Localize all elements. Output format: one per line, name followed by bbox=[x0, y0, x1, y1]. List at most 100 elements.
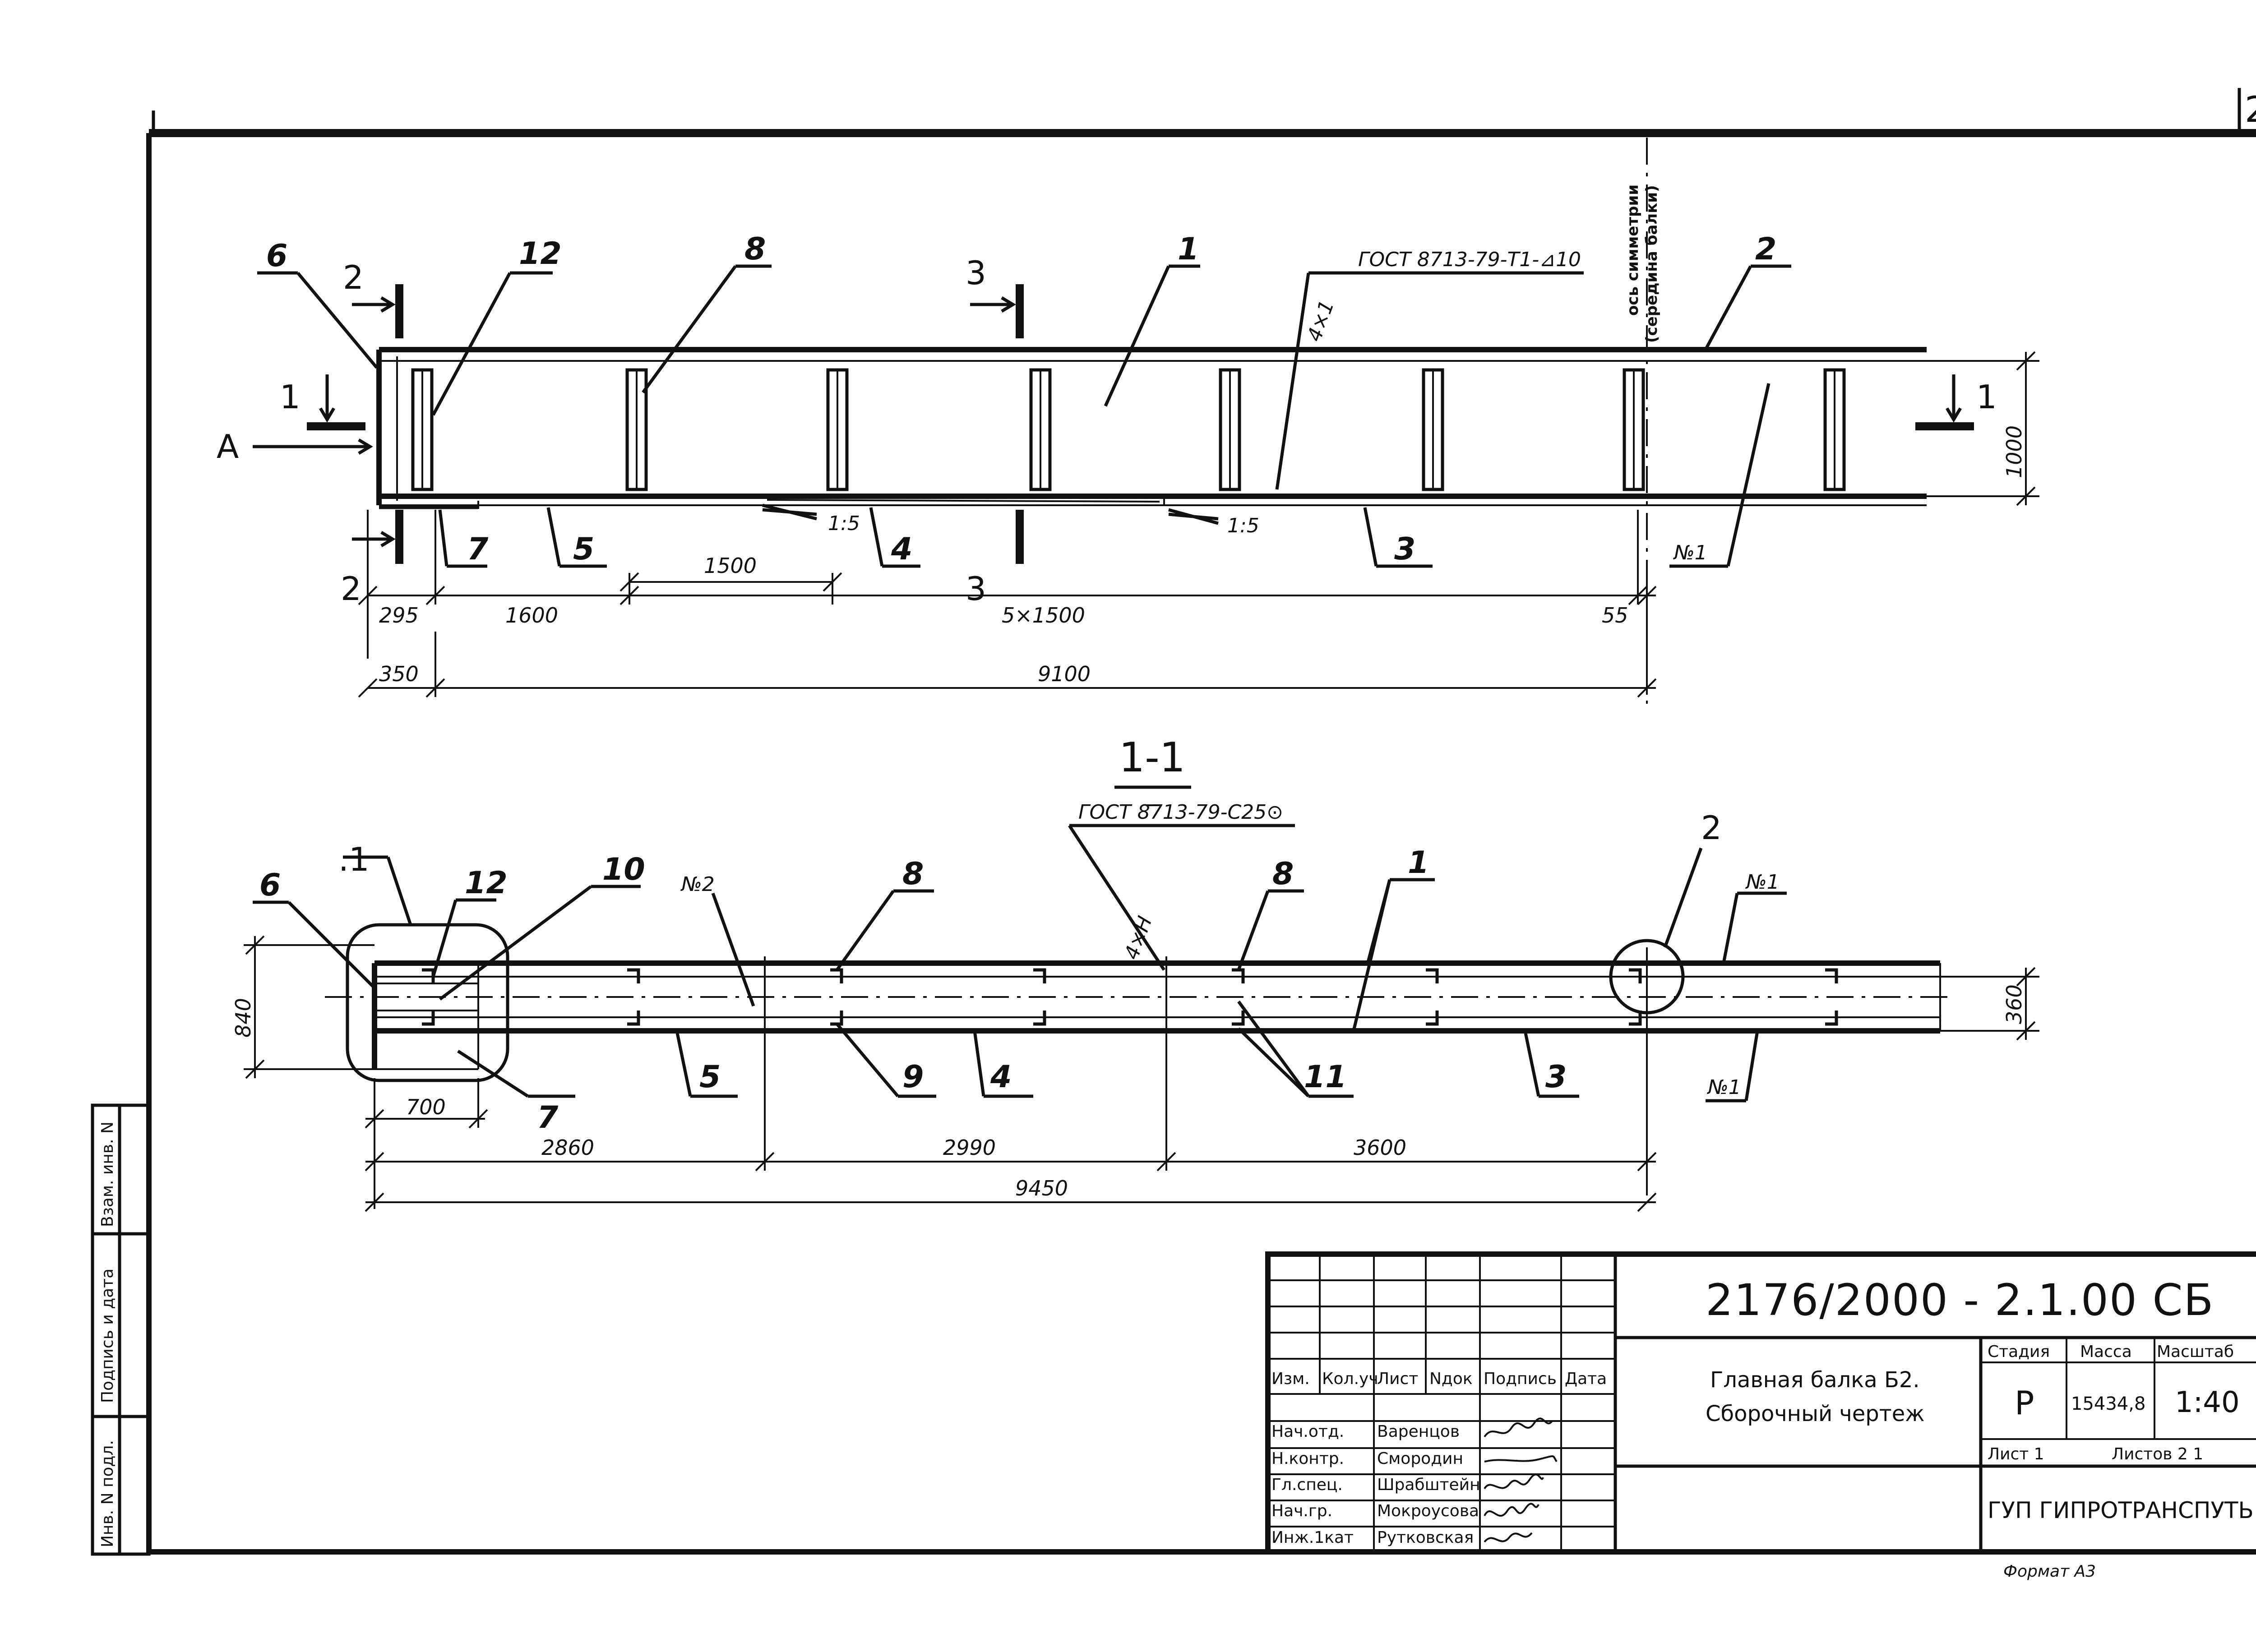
doc-number: 2176/2000 - 2.1.00 СБ bbox=[1706, 1275, 2214, 1325]
name-5: Рутковская bbox=[1377, 1528, 1474, 1547]
callout-8: 8 bbox=[744, 231, 766, 267]
sec-callout-5: 5 bbox=[699, 1059, 721, 1095]
stage-value: Р bbox=[2015, 1384, 2034, 1422]
callout-1: 1 bbox=[1178, 231, 1199, 267]
hdr-data: Дата bbox=[1565, 1370, 1607, 1388]
scale-value: 1:40 bbox=[2175, 1386, 2240, 1419]
sec-callout-1: 1 bbox=[1408, 845, 1429, 881]
role-5: Инж.1кат bbox=[1271, 1528, 1354, 1547]
hdr-ndok: Nдок bbox=[1429, 1370, 1473, 1388]
hdr-list: Лист bbox=[1377, 1370, 1418, 1388]
sec-callout-10: 10 bbox=[602, 852, 645, 887]
section-mark-3-top: 3 bbox=[966, 254, 986, 292]
callout-5: 5 bbox=[573, 531, 594, 567]
role-3: Гл.спец. bbox=[1271, 1476, 1343, 1494]
sec-dim-2860: 2860 bbox=[541, 1135, 594, 1160]
sec-callout-12: 12 bbox=[465, 865, 508, 901]
col-scale: Масштаб bbox=[2157, 1343, 2234, 1361]
weld-note: ГОСТ 8713-79-Т1-⊿10 bbox=[1358, 248, 1581, 271]
name-1: Варенцов bbox=[1377, 1422, 1460, 1441]
sec-callout-8b: 8 bbox=[1272, 856, 1294, 892]
section-view: 1-1 bbox=[231, 734, 2039, 1212]
sec-callout-3: 3 bbox=[1545, 1059, 1567, 1095]
stamp-signature-date: Подпись и дата bbox=[98, 1269, 117, 1403]
section-mark-2-bottom: 2 bbox=[341, 570, 361, 608]
stamp-inv-podl: Инв. N подл. bbox=[98, 1440, 117, 1547]
slope-2: 1:5 bbox=[1227, 514, 1259, 537]
name-4: Мокроусова bbox=[1377, 1502, 1479, 1520]
mass-value: 15434,8 bbox=[2071, 1394, 2145, 1414]
sec-weld-ref-1a: №1 bbox=[1745, 871, 1780, 894]
section-mark-1-right: 1 bbox=[1976, 378, 1997, 416]
stiffener-row bbox=[411, 368, 1846, 491]
dim-5x1500: 5×1500 bbox=[1002, 603, 1085, 628]
sec-callout-9: 9 bbox=[902, 1059, 924, 1095]
sec-height-360: 360 bbox=[2002, 984, 2026, 1024]
top-view: ось симметрии (середина балки) 2 2 3 3 1… bbox=[217, 138, 2039, 704]
weld-marker: 4×1 bbox=[1303, 297, 1339, 345]
section-mark-1-left: 1 bbox=[280, 378, 300, 416]
callout-6: 6 bbox=[266, 238, 287, 274]
node-1-boundary bbox=[346, 923, 509, 1082]
sec-callout-6: 6 bbox=[259, 868, 281, 903]
sec-dim-9450: 9450 bbox=[1015, 1176, 1068, 1200]
sec-weld-marker: 4×Н bbox=[1120, 913, 1156, 962]
col-mass: Масса bbox=[2080, 1343, 2132, 1361]
weld-ref: №1 bbox=[1673, 541, 1707, 564]
callout-3: 3 bbox=[1394, 531, 1415, 567]
format-label: Формат А3 bbox=[2003, 1562, 2096, 1581]
node-label-1: .1 bbox=[338, 840, 370, 878]
callout-7: 7 bbox=[467, 531, 489, 567]
dim-55: 55 bbox=[1602, 603, 1628, 628]
role-1: Нач.отд. bbox=[1271, 1422, 1344, 1441]
col-stage: Стадия bbox=[1988, 1343, 2050, 1361]
sec-dim-2990: 2990 bbox=[943, 1135, 996, 1160]
dim-9100: 9100 bbox=[1038, 662, 1091, 686]
symmetry-axis-sublabel: (середина балки) bbox=[1643, 185, 1661, 343]
role-2: Н.контр. bbox=[1271, 1449, 1344, 1468]
organization: ГУП ГИПРОТРАНСПУТЬ bbox=[1988, 1497, 2254, 1523]
sec-height-840: 840 bbox=[231, 998, 255, 1038]
sec-dim-3600: 3600 bbox=[1354, 1135, 1406, 1160]
sec-callout-11: 11 bbox=[1304, 1059, 1347, 1095]
sec-weld-ref-1b: №1 bbox=[1706, 1076, 1741, 1099]
hdr-kol-uch: Кол.уч bbox=[1322, 1370, 1378, 1388]
hdr-podpis: Подпись bbox=[1484, 1370, 1557, 1388]
sec-weld-ref-2: №2 bbox=[680, 873, 715, 896]
dim-1500: 1500 bbox=[704, 554, 757, 578]
node-label-2: 2 bbox=[1701, 809, 1722, 847]
node-2-boundary bbox=[1609, 939, 1685, 1015]
sec-weld-note: ГОСТ 8713-79-С25⊙ bbox=[1078, 801, 1283, 824]
title-block: 2176/2000 - 2.1.00 СБ Изм. Кол.уч Лист N… bbox=[1265, 1251, 2256, 1581]
sec-callout-8a: 8 bbox=[902, 856, 924, 892]
sec-dim-700: 700 bbox=[406, 1095, 446, 1119]
stamp-vzam-inv: Взам. инв. N bbox=[98, 1121, 117, 1227]
callout-4: 4 bbox=[891, 531, 912, 567]
symmetry-axis-label: ось симметрии bbox=[1624, 185, 1642, 316]
dim-350: 350 bbox=[379, 662, 419, 686]
section-mark-2-top: 2 bbox=[343, 258, 364, 296]
view-mark-a: А bbox=[217, 428, 239, 466]
slope-1: 1:5 bbox=[828, 512, 860, 535]
sec-callout-4: 4 bbox=[990, 1059, 1012, 1095]
name-3: Шрабштейн bbox=[1377, 1476, 1480, 1494]
callout-2: 2 bbox=[1755, 231, 1776, 267]
height-dim: 1000 bbox=[2002, 425, 2026, 478]
sheets-label: Листов 2 1 bbox=[2112, 1445, 2203, 1463]
signature-scribbles bbox=[1484, 1417, 1558, 1543]
section-mark-3-bottom: 3 bbox=[966, 570, 986, 608]
callout-12: 12 bbox=[519, 236, 562, 272]
name-2: Смородин bbox=[1377, 1449, 1463, 1468]
title-line-2: Сборочный чертеж bbox=[1706, 1401, 1925, 1426]
section-title: 1-1 bbox=[1119, 734, 1185, 781]
title-line-1: Главная балка Б2. bbox=[1710, 1367, 1920, 1393]
dim-1600: 1600 bbox=[505, 603, 558, 628]
sec-callout-7: 7 bbox=[537, 1100, 559, 1135]
dim-295: 295 bbox=[379, 603, 419, 628]
side-stamp: Инв. N подл. Подпись и дата Взам. инв. N bbox=[91, 1103, 151, 1556]
sheet-label: Лист 1 bbox=[1988, 1445, 2044, 1463]
hdr-izm: Изм. bbox=[1271, 1370, 1310, 1388]
role-4: Нач.гр. bbox=[1271, 1502, 1332, 1520]
sheet-corner-number: 2 bbox=[2245, 90, 2256, 130]
